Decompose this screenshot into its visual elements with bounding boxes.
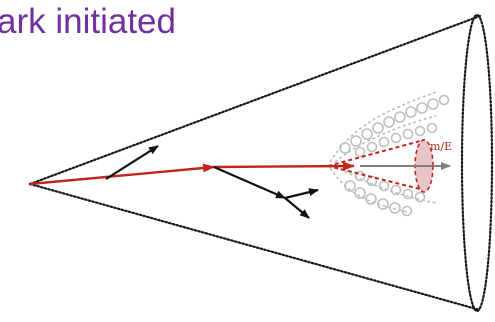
quark-segment-2: [213, 161, 355, 171]
quark-line: [29, 161, 355, 186]
dead-cone-outline: [324, 138, 425, 192]
quark-segment-1: [29, 163, 215, 186]
particle-arrow: [105, 145, 159, 180]
cone-lower-edge: [28, 182, 482, 312]
gluon-coils-lower: [344, 170, 426, 217]
particle-arrow: [284, 197, 310, 219]
cone-upper-edge: [28, 14, 482, 186]
gluon-line: [329, 167, 409, 213]
particle-arrow: [213, 165, 286, 200]
particle-arrow: [284, 188, 319, 200]
gluon-coils-upper: [339, 94, 450, 158]
emitted-particles: [105, 145, 319, 219]
slide-title: ark initiated: [0, 2, 176, 41]
gluon-spray: [329, 91, 450, 217]
cone-mouth-ellipse: [460, 13, 494, 313]
jet-cone: [28, 13, 494, 313]
mass-over-energy-label: m/E: [430, 140, 452, 153]
dead-cone: m/E: [324, 138, 452, 193]
